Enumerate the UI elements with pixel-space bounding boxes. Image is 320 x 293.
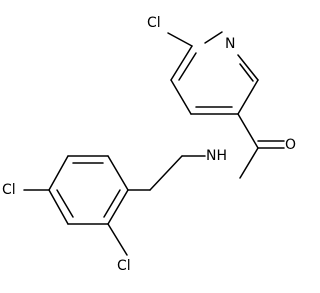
bond-c6-c1 bbox=[107, 189, 129, 225]
bond-c3-c2-inner bbox=[178, 52, 197, 81]
atom-cl-ortho: Cl bbox=[117, 258, 131, 274]
ethyl-linker bbox=[127, 155, 206, 191]
bond-c2-n1 bbox=[204, 31, 223, 44]
bond-c4-c5 bbox=[48, 189, 69, 225]
bond-ring-carbonyl bbox=[237, 113, 259, 149]
atom-cl-para: Cl bbox=[2, 182, 16, 198]
bond-c4-c3 bbox=[170, 79, 192, 115]
atom-nh-amide: NH bbox=[206, 148, 227, 164]
phenyl-ring bbox=[23, 155, 129, 256]
bond-c6-cl bbox=[107, 223, 128, 256]
atom-cl-pyridine: Cl bbox=[147, 15, 161, 31]
bond-c3-c4 bbox=[48, 155, 69, 191]
pyridine-ring bbox=[167, 31, 259, 115]
bond-c2-cl bbox=[167, 32, 193, 47]
bond-c6-c5 bbox=[237, 79, 259, 115]
atom-n-pyridine: N bbox=[225, 36, 235, 52]
bond-n1-c6-inner bbox=[239, 63, 254, 82]
bond-c-n bbox=[239, 147, 259, 179]
bond-n1-c6 bbox=[237, 54, 259, 81]
amide-group bbox=[237, 113, 285, 179]
structure-diagram: Cl N O NH Cl Cl bbox=[2, 15, 296, 274]
bond-c6-c1-inner bbox=[103, 189, 121, 218]
bond-c3-c2 bbox=[170, 45, 193, 81]
bond-c1-c2 bbox=[107, 155, 129, 191]
bond-c4-c5-inner bbox=[56, 189, 74, 218]
bond-ch2-ch2 bbox=[149, 155, 183, 191]
atom-o-carbonyl: O bbox=[285, 137, 296, 153]
